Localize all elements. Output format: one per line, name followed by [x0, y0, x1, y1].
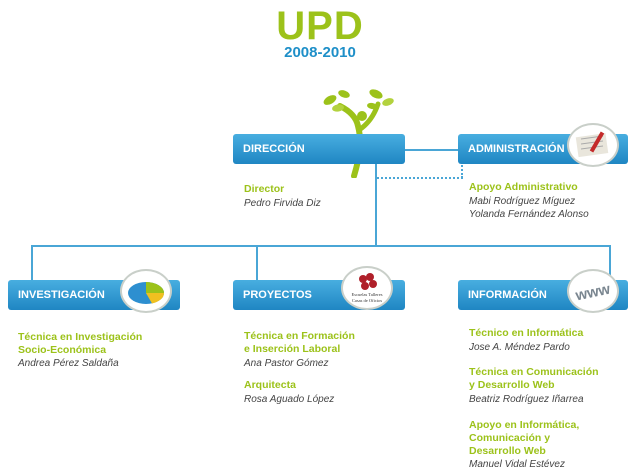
proyectos-name-1: Ana Pastor Gómez: [244, 358, 329, 369]
box-administracion-label: ADMINISTRACIÓN: [468, 143, 565, 155]
svg-text:Casas de Oficios: Casas de Oficios: [352, 298, 382, 303]
informacion-role-3-line-1: Apoyo en Informática,: [469, 419, 580, 431]
informacion-name-2: Beatriz Rodríguez Iñarrea: [469, 394, 584, 405]
direccion-role: Director: [244, 183, 285, 195]
connector-horizontal-bus: [31, 245, 611, 247]
investigacion-role-line-1: Técnica en Investigación: [18, 331, 143, 343]
box-informacion-label: INFORMACIÓN: [468, 289, 547, 301]
connector-investigacion: [31, 245, 33, 283]
box-direccion: DIRECCIÓN: [233, 134, 405, 164]
tree-person-icon: [323, 89, 394, 178]
informacion-name-3: Manuel Vidal Estévez: [469, 459, 565, 470]
administracion-name-1: Mabi Rodríguez Míguez: [469, 196, 576, 207]
box-direccion-label: DIRECCIÓN: [243, 143, 305, 155]
proyectos-role-1-line-2: e Inserción Laboral: [244, 343, 341, 355]
box-investigacion-label: INVESTIGACIÓN: [18, 289, 105, 301]
informacion-www-icon: www: [567, 269, 619, 313]
proyectos-role-2-line-1: Arquitecta: [244, 379, 296, 391]
informacion-name-1: Jose A. Méndez Pardo: [469, 342, 570, 353]
administracion-role: Apoyo Administrativo: [469, 181, 578, 193]
connector-direccion-down: [375, 150, 377, 246]
svg-text:www: www: [573, 280, 612, 304]
administracion-notebook-icon: [567, 123, 619, 167]
informacion-role-3-line-2: Comunicación y: [469, 432, 551, 444]
proyectos-role-1-line-1: Técnica en Formación: [244, 330, 355, 342]
proyectos-name-2: Rosa Aguado López: [244, 394, 335, 405]
direccion-name: Pedro Firvida Diz: [244, 198, 321, 209]
connector-admin-dotted-h: [377, 177, 463, 179]
svg-text:Escuelas Talleres: Escuelas Talleres: [352, 292, 383, 297]
informacion-role-2-line-2: y Desarrollo Web: [469, 379, 555, 391]
informacion-role-2-line-1: Técnica en Comunicación: [469, 366, 599, 378]
page-title: UPD: [276, 4, 364, 48]
investigacion-pie-chart-icon: [120, 269, 172, 313]
informacion-role-3-line-3: Desarrollo Web: [469, 445, 546, 457]
connector-proyectos: [256, 245, 258, 283]
investigacion-name: Andrea Pérez Saldaña: [18, 358, 119, 369]
connector-admin-dotted-v: [461, 162, 463, 178]
administracion-name-2: Yolanda Fernández Alonso: [469, 209, 589, 220]
connector-informacion: [609, 245, 611, 283]
connector-direccion-admin: [400, 149, 460, 151]
investigacion-role-line-2: Socio-Económica: [18, 344, 107, 356]
informacion-role-1-line-1: Técnico en Informática: [469, 327, 584, 339]
proyectos-escuelas-talleres-logo-icon: Escuelas Talleres Casas de Oficios: [341, 266, 393, 310]
box-proyectos-label: PROYECTOS: [243, 289, 312, 301]
page-years: 2008-2010: [284, 44, 356, 61]
